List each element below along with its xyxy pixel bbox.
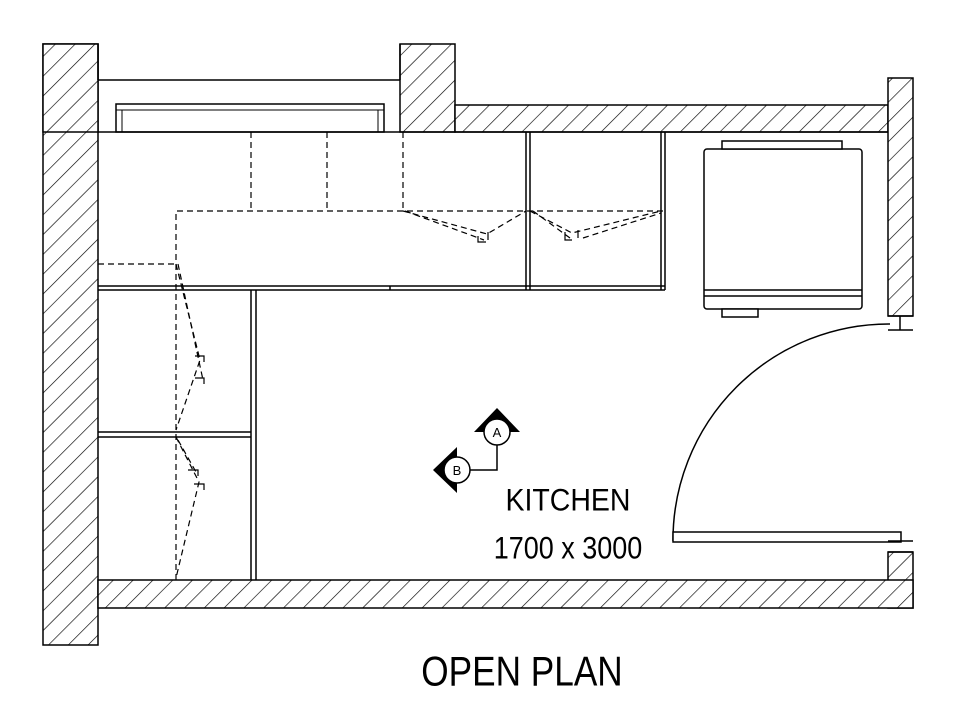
appliance [703,140,863,318]
wall-cabinets-dashed [98,132,665,580]
section-marker-a: A [474,408,520,446]
walls [42,43,914,646]
section-marker-b-label: B [453,463,462,478]
room-dimensions-label: 1700 x 3000 [494,531,643,566]
wall-pier-right [399,43,456,133]
open-plan-label: OPEN PLAN [421,649,622,696]
wall-right-upper [887,77,914,317]
section-marker-a-label: A [493,425,502,440]
counter-left-run [98,290,257,580]
cabinet-handles [188,230,579,490]
section-marker-b: B [433,447,471,493]
window [97,44,401,133]
wall-left [42,43,99,646]
door [672,315,913,553]
room-name-label: KITCHEN [505,483,630,518]
wall-pier-left [42,43,99,133]
wall-top [454,104,889,133]
wall-bottom [97,579,914,609]
section-marker-connector [470,445,498,471]
